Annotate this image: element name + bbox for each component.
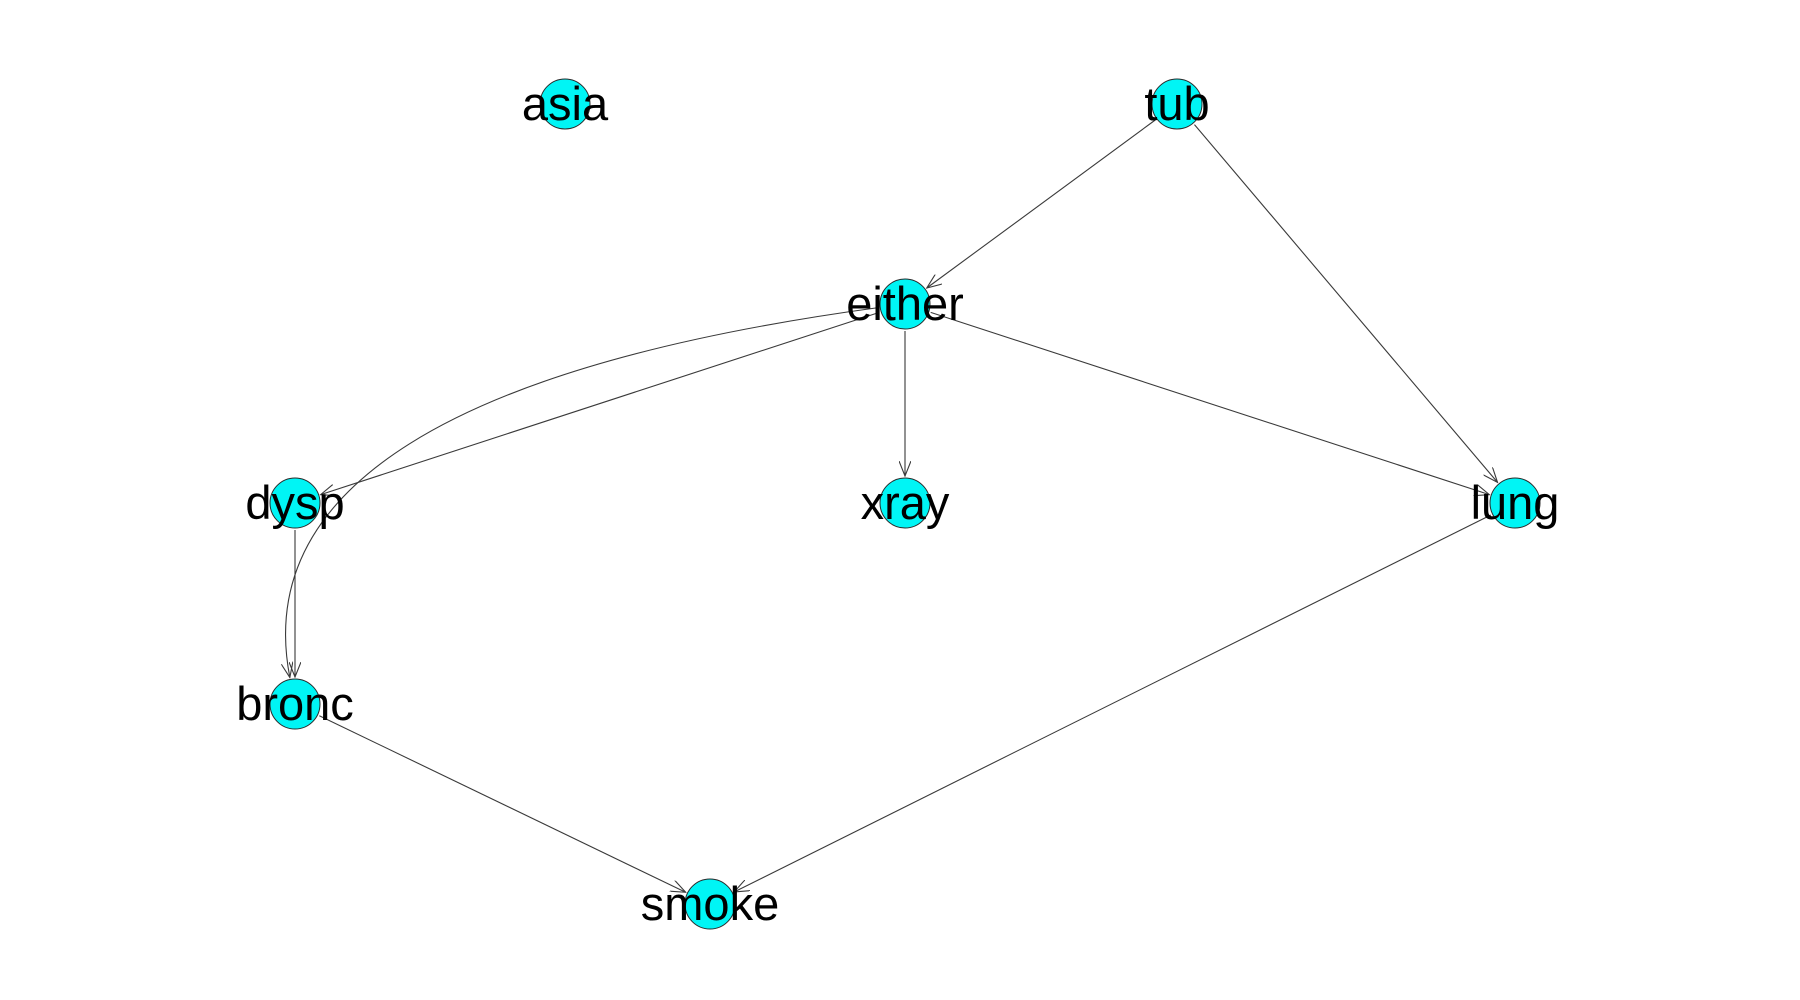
node-circle-asia	[539, 78, 591, 130]
edge-either-to-bronc	[286, 307, 879, 678]
node-bronc: bronc	[236, 677, 354, 730]
edge-either-to-lung	[930, 311, 1490, 494]
node-circle-either	[879, 278, 931, 330]
node-circle-tub	[1151, 78, 1203, 130]
node-label-either: either	[846, 277, 964, 330]
edge-either-to-dysp	[321, 311, 880, 494]
node-tub: tub	[1144, 77, 1209, 130]
node-xray: xray	[861, 476, 950, 529]
edge-lung-to-smoke	[734, 514, 1492, 892]
node-asia: asia	[522, 77, 609, 130]
edges-layer	[286, 119, 1498, 893]
nodes-layer: asia tub either dysp xray lung bronc smoke	[236, 77, 1559, 930]
node-label-dysp: dysp	[245, 476, 344, 529]
node-label-lung: lung	[1471, 476, 1560, 529]
node-circle-lung	[1489, 477, 1541, 529]
node-label-asia: asia	[522, 77, 609, 130]
node-smoke: smoke	[641, 877, 779, 930]
node-label-bronc: bronc	[236, 677, 354, 730]
node-circle-smoke	[684, 878, 736, 930]
edge-tub-to-lung	[1194, 124, 1497, 483]
edge-bronc-to-smoke	[319, 715, 685, 893]
node-circle-xray	[879, 477, 931, 529]
node-label-xray: xray	[861, 476, 950, 529]
node-circle-dysp	[269, 477, 321, 529]
node-either: either	[846, 277, 964, 330]
node-lung: lung	[1471, 476, 1560, 529]
node-dysp: dysp	[245, 476, 344, 529]
node-label-smoke: smoke	[641, 877, 779, 930]
edge-tub-to-either	[927, 119, 1156, 288]
node-label-tub: tub	[1144, 77, 1209, 130]
node-circle-bronc	[269, 678, 321, 730]
